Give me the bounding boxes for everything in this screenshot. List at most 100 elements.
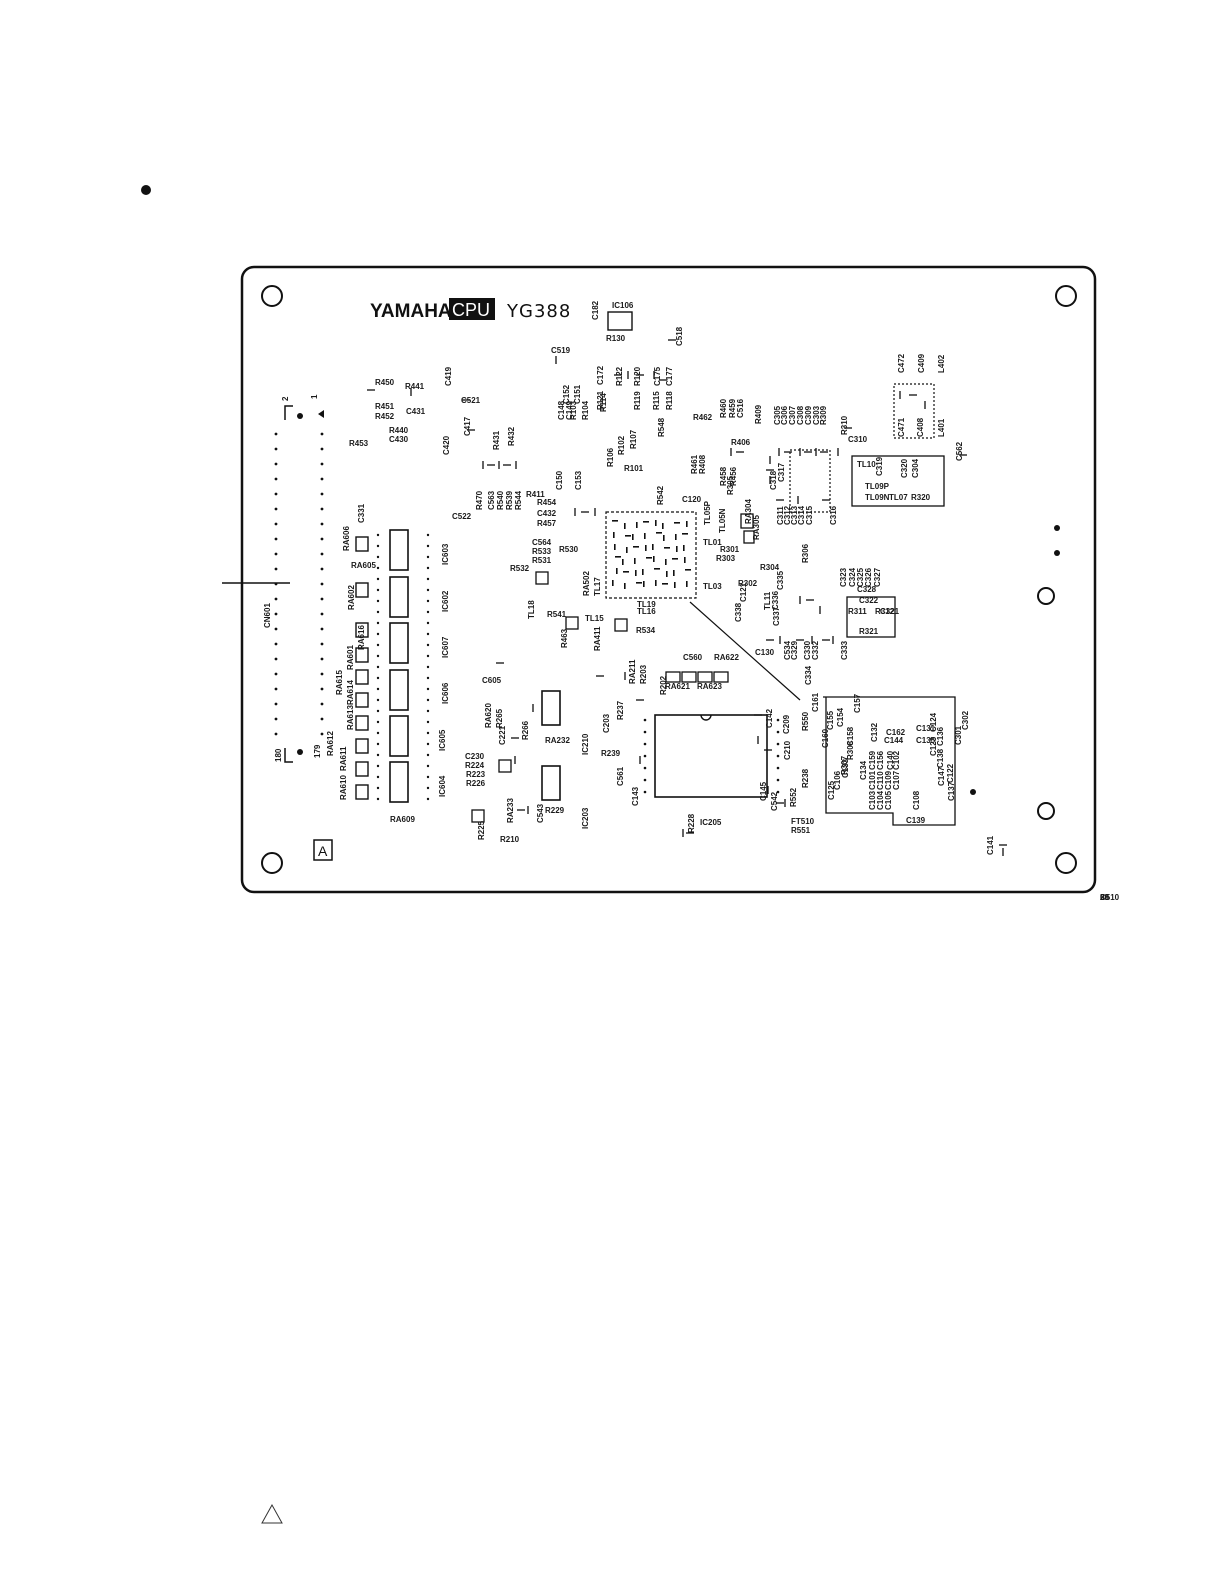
component-label: R441 xyxy=(405,382,425,391)
component-label: RA612 xyxy=(326,731,335,756)
component-label: R307 xyxy=(840,755,849,775)
component-label: R308 xyxy=(846,740,855,760)
component-label: R202 xyxy=(659,675,668,695)
component-label: C329 xyxy=(790,640,799,660)
component-label: R225 xyxy=(477,820,486,840)
component-label: C521 xyxy=(461,396,481,405)
component-label: R101 xyxy=(624,464,644,473)
component-label: RA621 xyxy=(665,682,690,691)
component-label: R102 xyxy=(617,435,626,455)
component-label: R305 xyxy=(726,475,735,495)
component-label: C151 xyxy=(573,384,582,404)
component-label: C138 xyxy=(936,748,945,768)
component-label: TL17 xyxy=(593,577,602,596)
component-label: C561 xyxy=(616,766,625,786)
component-label: R452 xyxy=(375,412,395,421)
ic205-footprint xyxy=(654,714,768,798)
component-label: C109 xyxy=(884,770,893,790)
component-label: C124 xyxy=(929,712,938,732)
component-label: R409 xyxy=(754,404,763,424)
component-label: R533 xyxy=(532,547,552,556)
component-label: RA602 xyxy=(347,585,356,610)
component-label: C331 xyxy=(357,503,366,523)
component-label: R458 xyxy=(719,466,728,486)
component-label: R304 xyxy=(760,563,780,572)
component-label: RA610 xyxy=(339,775,348,800)
ic-column xyxy=(389,529,409,803)
component-label: C162 xyxy=(886,728,906,737)
component-label: C319 xyxy=(875,456,884,476)
component-label: 28 xyxy=(1100,893,1109,902)
component-label: C147 xyxy=(937,766,946,786)
component-label: R301 xyxy=(720,545,740,554)
component-label: R114 xyxy=(599,393,608,412)
component-label: R459 xyxy=(728,398,737,418)
component-label: C322 xyxy=(859,596,879,605)
component-label: C605 xyxy=(482,676,502,685)
component-label: C321 xyxy=(880,607,900,616)
component-label: RA232 xyxy=(545,736,570,745)
brand-label: YAMAHA xyxy=(370,301,452,322)
component-label: C141 xyxy=(986,835,995,855)
component-label: C148 xyxy=(557,400,566,420)
component-label: R551 xyxy=(791,826,811,835)
component-label: R532 xyxy=(510,564,530,573)
component-label: R451 xyxy=(375,402,395,411)
component-label: R122 xyxy=(615,366,624,386)
component-label: C221 xyxy=(498,725,507,745)
component-label: RA611 xyxy=(339,746,348,771)
svg-text:180: 180 xyxy=(274,748,283,762)
component-label: C471 xyxy=(897,417,906,437)
ic203-footprint xyxy=(541,765,561,801)
component-label: C336 xyxy=(771,590,780,610)
component-label: C335 xyxy=(776,570,785,590)
component-label: R203 xyxy=(639,664,648,684)
component-label: C316 xyxy=(829,505,838,525)
component-label: C325 xyxy=(856,567,865,587)
component-label: R265 xyxy=(495,708,504,728)
resistor-array-column xyxy=(355,536,369,800)
ic106-footprint xyxy=(607,311,633,331)
component-label: C230 xyxy=(465,752,485,761)
power-block-outline xyxy=(823,696,956,826)
component-label: C156 xyxy=(876,750,885,770)
component-label: R457 xyxy=(537,519,557,528)
component-label: C120 xyxy=(682,495,702,504)
component-label: R226 xyxy=(466,779,486,788)
component-label: TL05P xyxy=(703,500,712,525)
ic210-footprint xyxy=(541,690,561,726)
component-label: R321 xyxy=(859,627,879,636)
component-label: C306 xyxy=(780,405,789,425)
component-label: C419 xyxy=(444,366,453,386)
component-label: R302 xyxy=(738,579,758,588)
component-label: C320 xyxy=(900,458,909,478)
component-label: C431 xyxy=(406,407,426,416)
sheet-mark: A xyxy=(318,843,328,859)
passive-components xyxy=(367,339,1007,856)
component-label: C121 xyxy=(739,582,748,602)
component-label: C143 xyxy=(631,786,640,806)
svg-text:CN601: CN601 xyxy=(263,603,272,628)
component-label: C324 xyxy=(848,567,857,587)
component-label: R103 xyxy=(569,400,578,420)
component-label: C130 xyxy=(755,648,775,657)
component-label: TL05N xyxy=(718,508,727,533)
component-label: R550 xyxy=(801,711,810,731)
component-label: TL18 xyxy=(527,600,536,619)
component-label: C137 xyxy=(947,781,956,801)
component-label: C209 xyxy=(782,714,791,734)
component-label: C542 xyxy=(770,791,779,811)
component-label: C564 xyxy=(532,538,552,547)
board-outline xyxy=(240,265,1097,894)
component-label: TL03 xyxy=(703,582,722,591)
component-label: C308 xyxy=(796,405,805,425)
ic-label: IC602 xyxy=(441,590,450,612)
component-label: C132 xyxy=(870,722,879,742)
component-label: C105 xyxy=(884,790,893,810)
caution-triangle-icon xyxy=(261,1503,283,1524)
component-label: R119 xyxy=(633,391,642,410)
component-label: R239 xyxy=(601,749,621,758)
cpu-footprint xyxy=(605,511,697,599)
cpu-badge-text: CPU xyxy=(452,300,490,320)
component-label: TL09N xyxy=(865,493,890,502)
